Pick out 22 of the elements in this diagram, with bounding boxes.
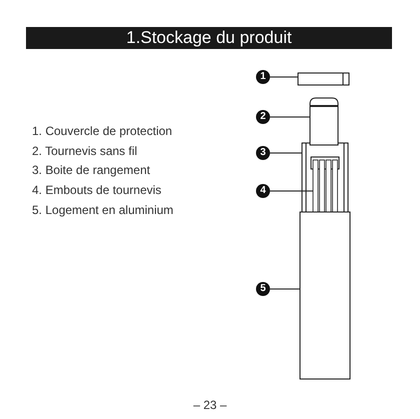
leader-line: [270, 190, 314, 192]
screwdriver-drawing: [310, 98, 338, 146]
part-name: 3. Boite de rangement: [32, 163, 150, 178]
callout-number: 4: [256, 184, 270, 198]
callout-number: 2: [256, 110, 270, 124]
screwdriver-bits-drawing: [312, 160, 338, 212]
leader-line: [270, 152, 302, 154]
protective-cap-drawing: [298, 72, 350, 86]
aluminum-housing-drawing: [300, 212, 350, 380]
leader-line: [270, 288, 300, 290]
part-name: 1. Couvercle de protection: [32, 124, 172, 138]
title: 1.Stockage du produit: [26, 27, 392, 49]
part-name: 2. Tournevis sans fil: [32, 144, 138, 158]
callout-number: 3: [256, 146, 270, 160]
callout-number: 5: [256, 282, 270, 296]
storage-frame-drawing: [302, 142, 348, 214]
leader-line: [270, 76, 298, 78]
page-number: – 23 –: [192, 398, 228, 412]
part-name: 5. Logement en aluminium: [32, 202, 174, 217]
part-name: 4. Embouts de tournevis: [32, 183, 162, 198]
callout-number: 1: [256, 70, 270, 84]
leader-line: [270, 116, 310, 118]
